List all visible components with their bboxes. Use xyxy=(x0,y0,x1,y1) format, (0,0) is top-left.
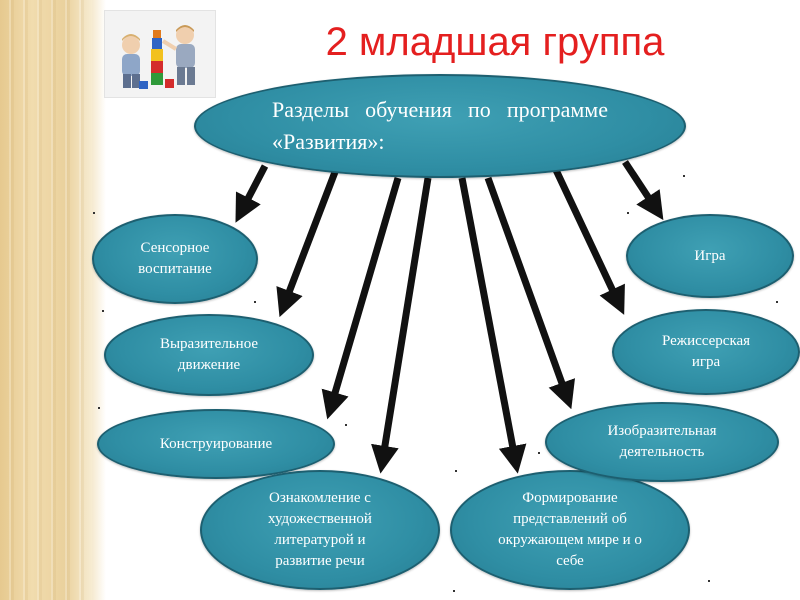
node-game-label: Игра xyxy=(694,247,726,264)
node-sensory-education: Сенсорное воспитание xyxy=(92,214,258,304)
node-game: Игра xyxy=(626,214,794,298)
node-director-game-label: Режиссерская игра xyxy=(661,333,751,370)
center-oval: Разделы обучения по программе «Развития»… xyxy=(194,74,686,178)
node-construction-label: Конструирование xyxy=(159,435,273,452)
center-oval-text: Разделы обучения по программе «Развития»… xyxy=(272,97,608,154)
arrow-to-expressive xyxy=(276,170,339,318)
children-playing-photo xyxy=(104,10,216,98)
node-literature-and-speech-label: Ознакомление с художественной литературо… xyxy=(268,490,372,569)
arrow-to-visual xyxy=(484,176,576,410)
arrow-to-literature xyxy=(371,177,432,474)
node-visual-activity-label: Изобразительная деятельность xyxy=(607,423,717,460)
photo-illustration xyxy=(105,11,215,97)
arrow-to-game xyxy=(622,160,664,221)
node-director-game: Режиссерская игра xyxy=(612,309,800,395)
arrow-to-director xyxy=(552,168,625,315)
slide-title: 2 младшая группа xyxy=(325,20,665,64)
node-literature-and-speech: Ознакомление с художественной литературо… xyxy=(200,470,440,590)
arrow-to-world xyxy=(458,177,527,474)
node-world-and-self: Формирование представлений об окружающем… xyxy=(450,470,690,590)
node-expressive-movement: Выразительное движение xyxy=(104,314,314,396)
decorative-paper-strip xyxy=(0,0,92,600)
arrow-to-sensory xyxy=(235,164,269,223)
arrow-to-construct xyxy=(321,177,402,420)
node-construction: Конструирование xyxy=(97,409,335,479)
node-visual-activity: Изобразительная деятельность xyxy=(545,402,779,482)
node-sensory-education-label: Сенсорное воспитание xyxy=(138,240,212,277)
node-expressive-movement-label: Выразительное движение xyxy=(159,336,259,373)
node-world-and-self-label: Формирование представлений об окружающем… xyxy=(498,490,642,569)
